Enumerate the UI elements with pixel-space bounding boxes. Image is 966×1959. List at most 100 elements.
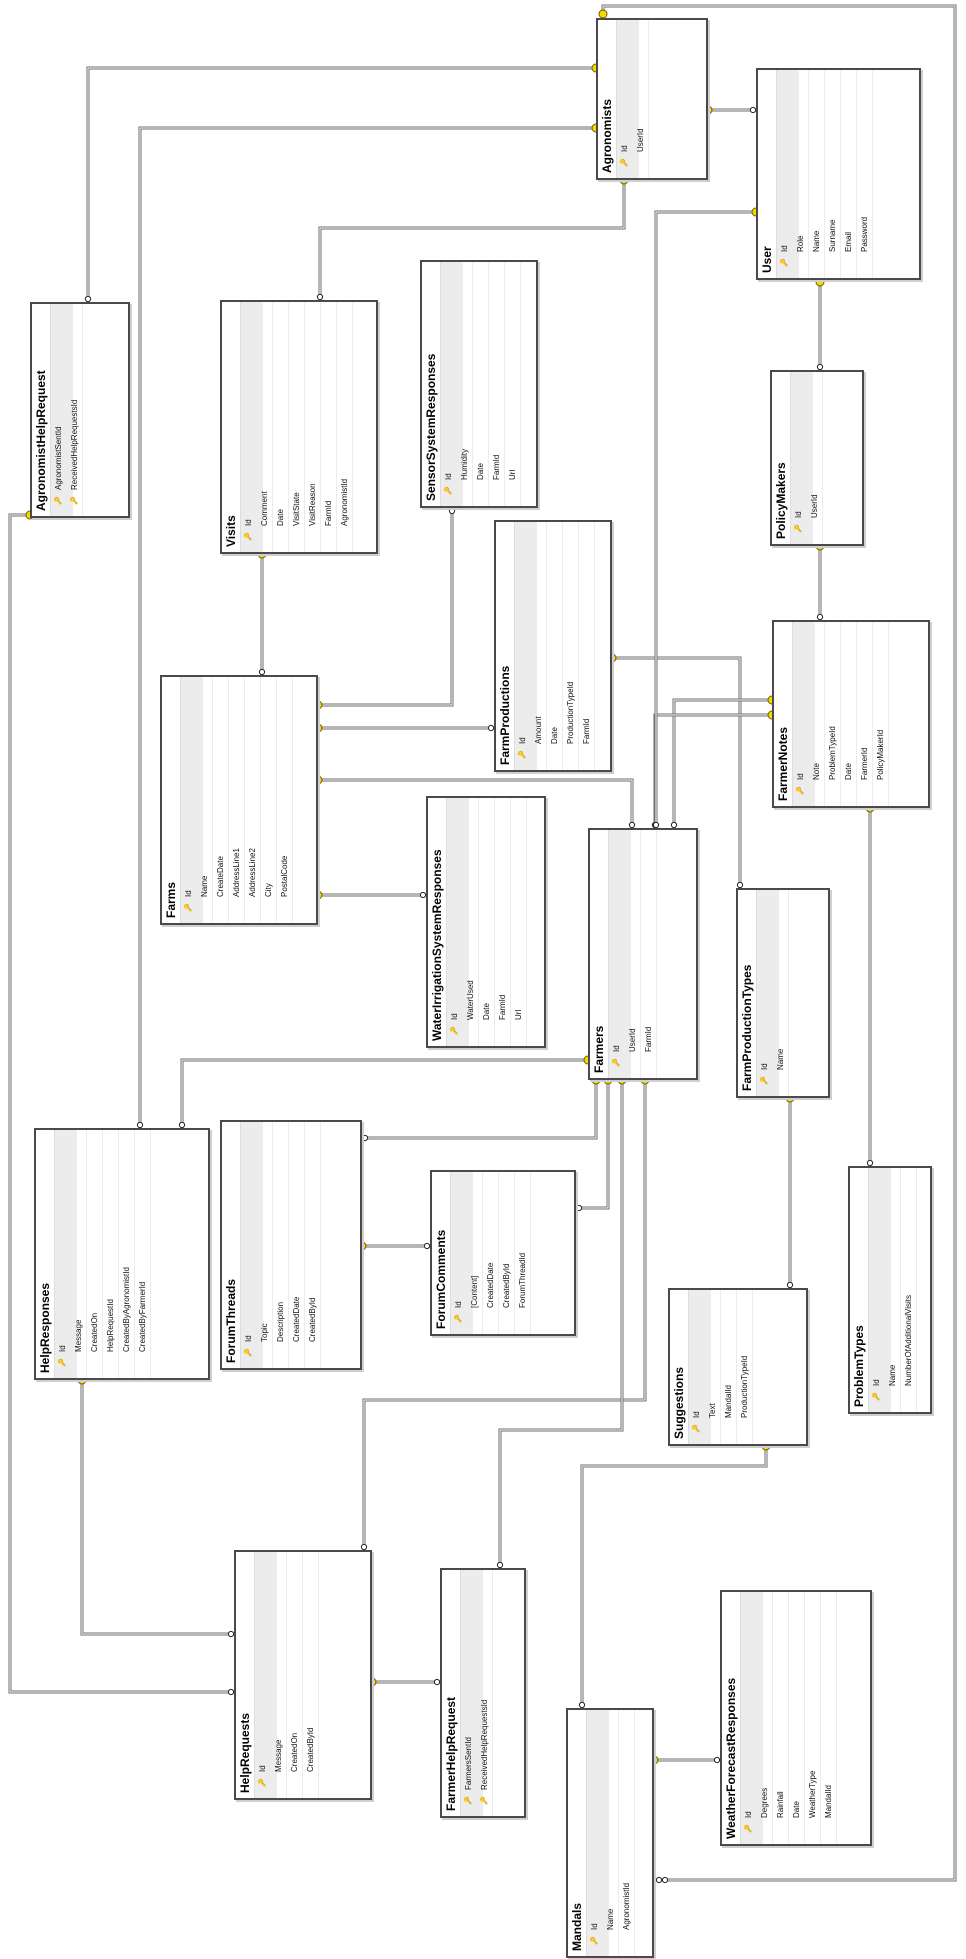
table-farmer-help-request[interactable]: FarmerHelpRequest🔑FarmersSentId🔑Received… [440, 1568, 526, 1818]
column-row: Name [773, 890, 789, 1096]
many-end-infinity-icon [736, 881, 744, 889]
column-row: 🔑FarmersSentId [461, 1570, 477, 1816]
column-name: Id [518, 737, 527, 744]
column-name: Date [482, 1003, 491, 1020]
relationship-line-inner [318, 779, 633, 828]
column-name: CreatedById [306, 1727, 315, 1772]
primary-key-icon: 🔑 [781, 258, 788, 267]
column-row: CreatedByFarmerId [135, 1130, 151, 1378]
relationship-line-inner [9, 514, 234, 1693]
column-row: 🔑Id [255, 1552, 271, 1798]
column-name: Id [444, 473, 453, 480]
many-end-infinity-icon [84, 295, 92, 303]
column-row: CreatedById [305, 1122, 321, 1368]
column-name: Name [776, 1048, 785, 1070]
column-row: 🔑 Id [777, 70, 793, 278]
column-name: Surname [828, 219, 837, 252]
column-name: Id [744, 1811, 753, 1818]
table-title: WeatherForecastResponses [722, 1592, 740, 1844]
relationship-line-inner [139, 127, 596, 1128]
many-end-infinity-icon [670, 821, 678, 829]
column-name: HelpRequestId [106, 1299, 115, 1352]
column-row: 🔑Id [241, 1122, 257, 1368]
column-row: MandalId [821, 1592, 837, 1844]
column-name: AgronomistSentId [54, 426, 63, 490]
column-name: VisitState [292, 492, 301, 526]
many-end-infinity-icon [866, 1159, 874, 1167]
relationship-line-inner [363, 1080, 646, 1550]
primary-key-icon: 🔑 [745, 1824, 752, 1833]
many-end-infinity-icon [655, 1876, 663, 1884]
column-row: CreatedById [499, 1172, 515, 1334]
column-name: FarmersSentId [464, 1737, 473, 1790]
relationship-line-inner [576, 1080, 609, 1209]
table-agronomist-help-request[interactable]: AgronomistHelpRequest🔑AgronomistSentId🔑R… [30, 302, 130, 518]
column-name: Id [780, 245, 789, 252]
column-row: Humidity [457, 262, 473, 506]
column-row: WaterUsed [463, 798, 479, 1046]
column-name: Message [74, 1319, 83, 1352]
relationship-line [80, 1380, 234, 1636]
column-row: FarmId [495, 798, 511, 1046]
column-row: AddressLine1 [229, 677, 245, 923]
relationship-line-inner [87, 67, 596, 302]
column-row: Date [789, 1592, 805, 1844]
column-name: ReceivedHelpRequestsId [480, 1699, 489, 1790]
column-row: PolicyMakerId [873, 622, 889, 806]
column-row: ProblemTypeId [825, 622, 841, 806]
column-name: FarmId [492, 454, 501, 480]
many-end-infinity-icon [361, 1134, 369, 1142]
column-name: Id [184, 890, 193, 897]
column-name: ProductionTypeId [740, 1355, 749, 1418]
column-row: Name [603, 1710, 619, 1956]
table-title: Suggestions [670, 1290, 688, 1444]
column-row: 🔑Id [609, 830, 625, 1078]
column-row: 🔑Id [441, 262, 457, 506]
column-name: CreateDate [216, 856, 225, 897]
column-list: 🔑FarmersSentId🔑ReceivedHelpRequestsId [460, 1570, 524, 1816]
primary-key-icon: 🔑 [185, 903, 192, 912]
many-end-infinity-icon [419, 891, 427, 899]
many-end-infinity-icon [786, 1281, 794, 1289]
table-title: Farms [162, 677, 180, 923]
primary-key-icon: 🔑 [797, 786, 804, 795]
column-row: VisitState [289, 302, 305, 552]
column-row: Date [547, 522, 563, 770]
column-row: CreatedOn [87, 1130, 103, 1378]
column-row: WeatherType [805, 1592, 821, 1844]
table-title: Mandals [568, 1710, 586, 1956]
column-name: UserId [810, 494, 819, 518]
one-end-key-icon [598, 9, 608, 19]
column-row: HelpRequestId [103, 1130, 119, 1378]
primary-key-icon: 🔑 [693, 1424, 700, 1433]
column-name: NumberOfAdditionalVisits [904, 1294, 913, 1386]
column-name: WaterUsed [466, 980, 475, 1020]
table-title: AgronomistHelpRequest [32, 304, 50, 516]
column-name: Name [200, 875, 209, 897]
column-row: Date [473, 262, 489, 506]
